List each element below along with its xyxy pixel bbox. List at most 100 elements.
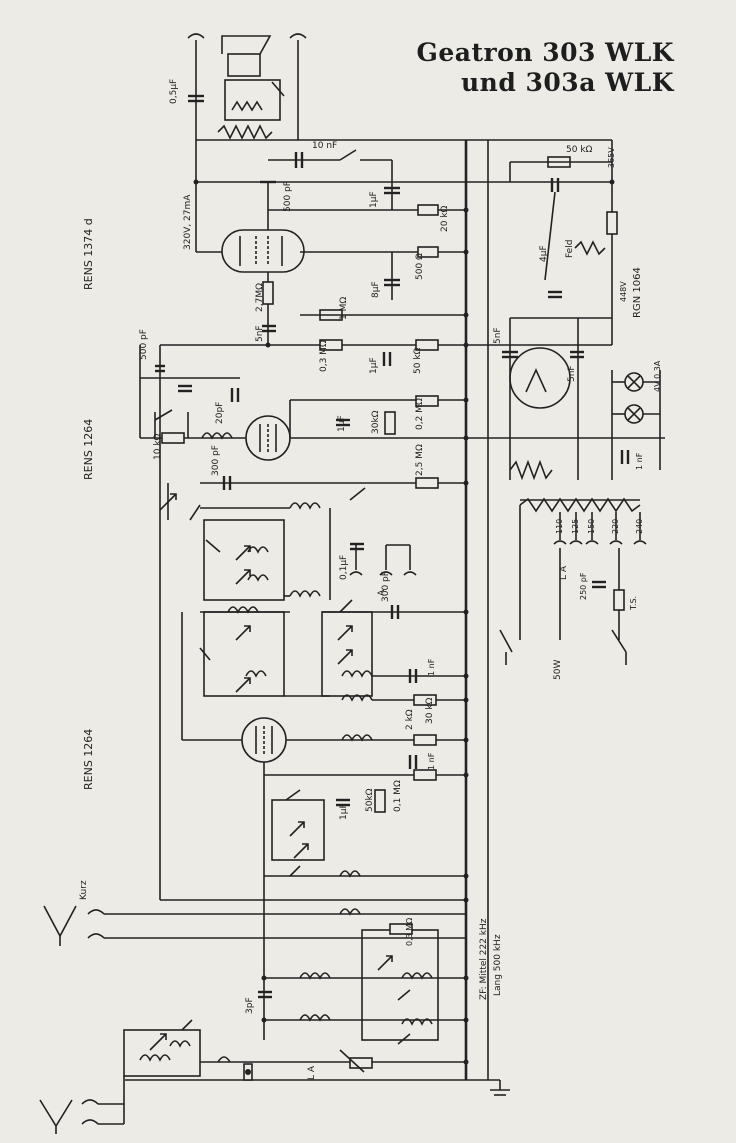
label-c-250pf: 250 pF	[579, 572, 588, 600]
label-c-500pf-a: 500 pF	[283, 181, 293, 212]
band-switch-1	[189, 504, 201, 521]
title-line-1: Geatron 303 WLK	[416, 38, 674, 67]
label-c-10nf: 10 nF	[312, 141, 337, 151]
trimmer-if-1	[377, 955, 393, 971]
label-r-20kohm: 20 kΩ	[440, 205, 450, 232]
label-r-50kohm-c: 50kΩ	[365, 788, 375, 812]
tube-rens-1264-hf	[241, 717, 287, 763]
band-switch-4	[285, 789, 301, 801]
label-r-500ohm: 500 Ω	[415, 253, 425, 280]
junction	[265, 342, 271, 348]
junction	[463, 480, 469, 486]
aerial-coil-block	[123, 1029, 201, 1077]
speaker-switch	[271, 81, 285, 97]
label-r-0-3mohm-a: 0,3 MΩ	[319, 340, 329, 372]
label-c-1nf-b: 1 nF	[427, 658, 436, 676]
coil-block-3	[321, 611, 373, 697]
label-r-0-3mohm-b: 0,3 MΩ	[405, 918, 414, 946]
label-r-2kohm: 2 kΩ	[405, 709, 415, 730]
aerial-jack-la	[217, 1056, 231, 1063]
label-c-1uf-b: 1µF	[369, 357, 379, 374]
junction	[463, 207, 469, 213]
coil-mid-2	[245, 670, 267, 678]
fuse	[613, 589, 625, 611]
tap-150-jack	[585, 540, 599, 545]
label-r-1mohm: 1 MΩ	[339, 297, 349, 320]
label-aerial-a: A	[377, 589, 387, 596]
label-tap-150: 150	[587, 519, 596, 534]
output-transformer-primary	[217, 124, 273, 140]
resistor-2kohm	[413, 734, 437, 746]
label-tube-audio: RENS 1264	[82, 419, 95, 480]
junction	[463, 312, 469, 318]
resistor-50kohm-c	[374, 789, 386, 813]
kurz-jack-1	[87, 909, 105, 915]
jack-a3	[403, 571, 417, 576]
junction	[463, 1059, 469, 1065]
label-v-365: 365V	[607, 147, 616, 168]
label-aerial-la: L A	[307, 1065, 317, 1080]
label-zf-lang: Lang 500 kHz	[493, 934, 503, 996]
coil-kurz	[339, 908, 361, 916]
trimmer-ant-1	[337, 625, 353, 641]
pilot-lamp-2-x	[627, 407, 641, 421]
band-switch-2	[205, 539, 221, 553]
coil-hf-bottom	[339, 870, 361, 878]
label-c-5nf-b: 5nF	[493, 327, 503, 344]
coil-ant-1	[341, 670, 373, 678]
label-tube-power: RENS 1374 d	[82, 218, 95, 290]
label-tap-110: 110	[555, 519, 564, 534]
label-c-4uf: 4µF	[539, 245, 549, 262]
label-c-1nf-a: 1 nF	[635, 452, 644, 470]
label-tube-rectifier: RGN 1064	[632, 267, 643, 318]
rectifier-filament	[525, 368, 547, 393]
if-block	[361, 929, 439, 1041]
if-switch-1	[397, 989, 411, 1001]
resistor-30kohm	[384, 411, 396, 435]
volume-pot	[349, 1057, 373, 1069]
coil-block-1	[203, 519, 285, 601]
coil-mid-1	[227, 606, 259, 614]
label-c-20pf: 20pF	[215, 402, 225, 424]
audio-choke	[201, 432, 233, 440]
label-kurz: Kurz	[79, 880, 89, 900]
resistor-10kohm	[161, 432, 185, 444]
mains-secondary-1	[509, 459, 553, 481]
label-r-50kohm-b: 50 kΩ	[413, 347, 423, 374]
label-tap-220: 220	[611, 519, 620, 534]
coil-upper-1	[289, 502, 321, 510]
label-anode-current: 320V, 27mA	[183, 194, 193, 250]
band-switch-5	[289, 865, 301, 877]
speaker-hum-resistor	[231, 100, 263, 112]
band-switch-3	[199, 647, 211, 661]
pilot-lamp-1-x	[627, 375, 641, 389]
resistor-30kohm-b	[413, 694, 437, 706]
jack-a1	[349, 571, 363, 576]
label-speaker-cap: 0,5µF	[169, 79, 179, 104]
trimmer-osc-1	[235, 545, 251, 561]
junction	[261, 975, 267, 981]
label-c-1uf-d: 1µF	[339, 803, 349, 820]
label-c-5nf-c: 5nF	[567, 365, 577, 382]
label-tube-hf: RENS 1264	[82, 729, 95, 790]
junction	[193, 179, 199, 185]
junction	[261, 1017, 267, 1023]
trimmer-mid-2	[235, 677, 251, 693]
title-line-2: und 303a WLK	[460, 68, 674, 97]
coil-ant-2	[341, 694, 373, 702]
coil-lower-1	[299, 972, 331, 980]
tap-125-jack	[569, 540, 583, 545]
aerial-main-jack-1	[81, 1099, 99, 1105]
aerial-coil	[139, 1054, 171, 1062]
tap-110-jack	[553, 540, 567, 545]
coil-if-1	[401, 972, 433, 980]
label-field: Feld	[565, 240, 575, 258]
speaker-jack-right	[289, 33, 307, 39]
coil-upper-2	[289, 590, 321, 598]
label-c-5nf-a: 5nF	[255, 325, 265, 342]
label-r-2-5mohm: 2,5 MΩ	[415, 444, 425, 476]
label-power-rating: 50W	[553, 660, 563, 680]
label-r-2-7mohm: 2,7MΩ	[255, 283, 265, 312]
